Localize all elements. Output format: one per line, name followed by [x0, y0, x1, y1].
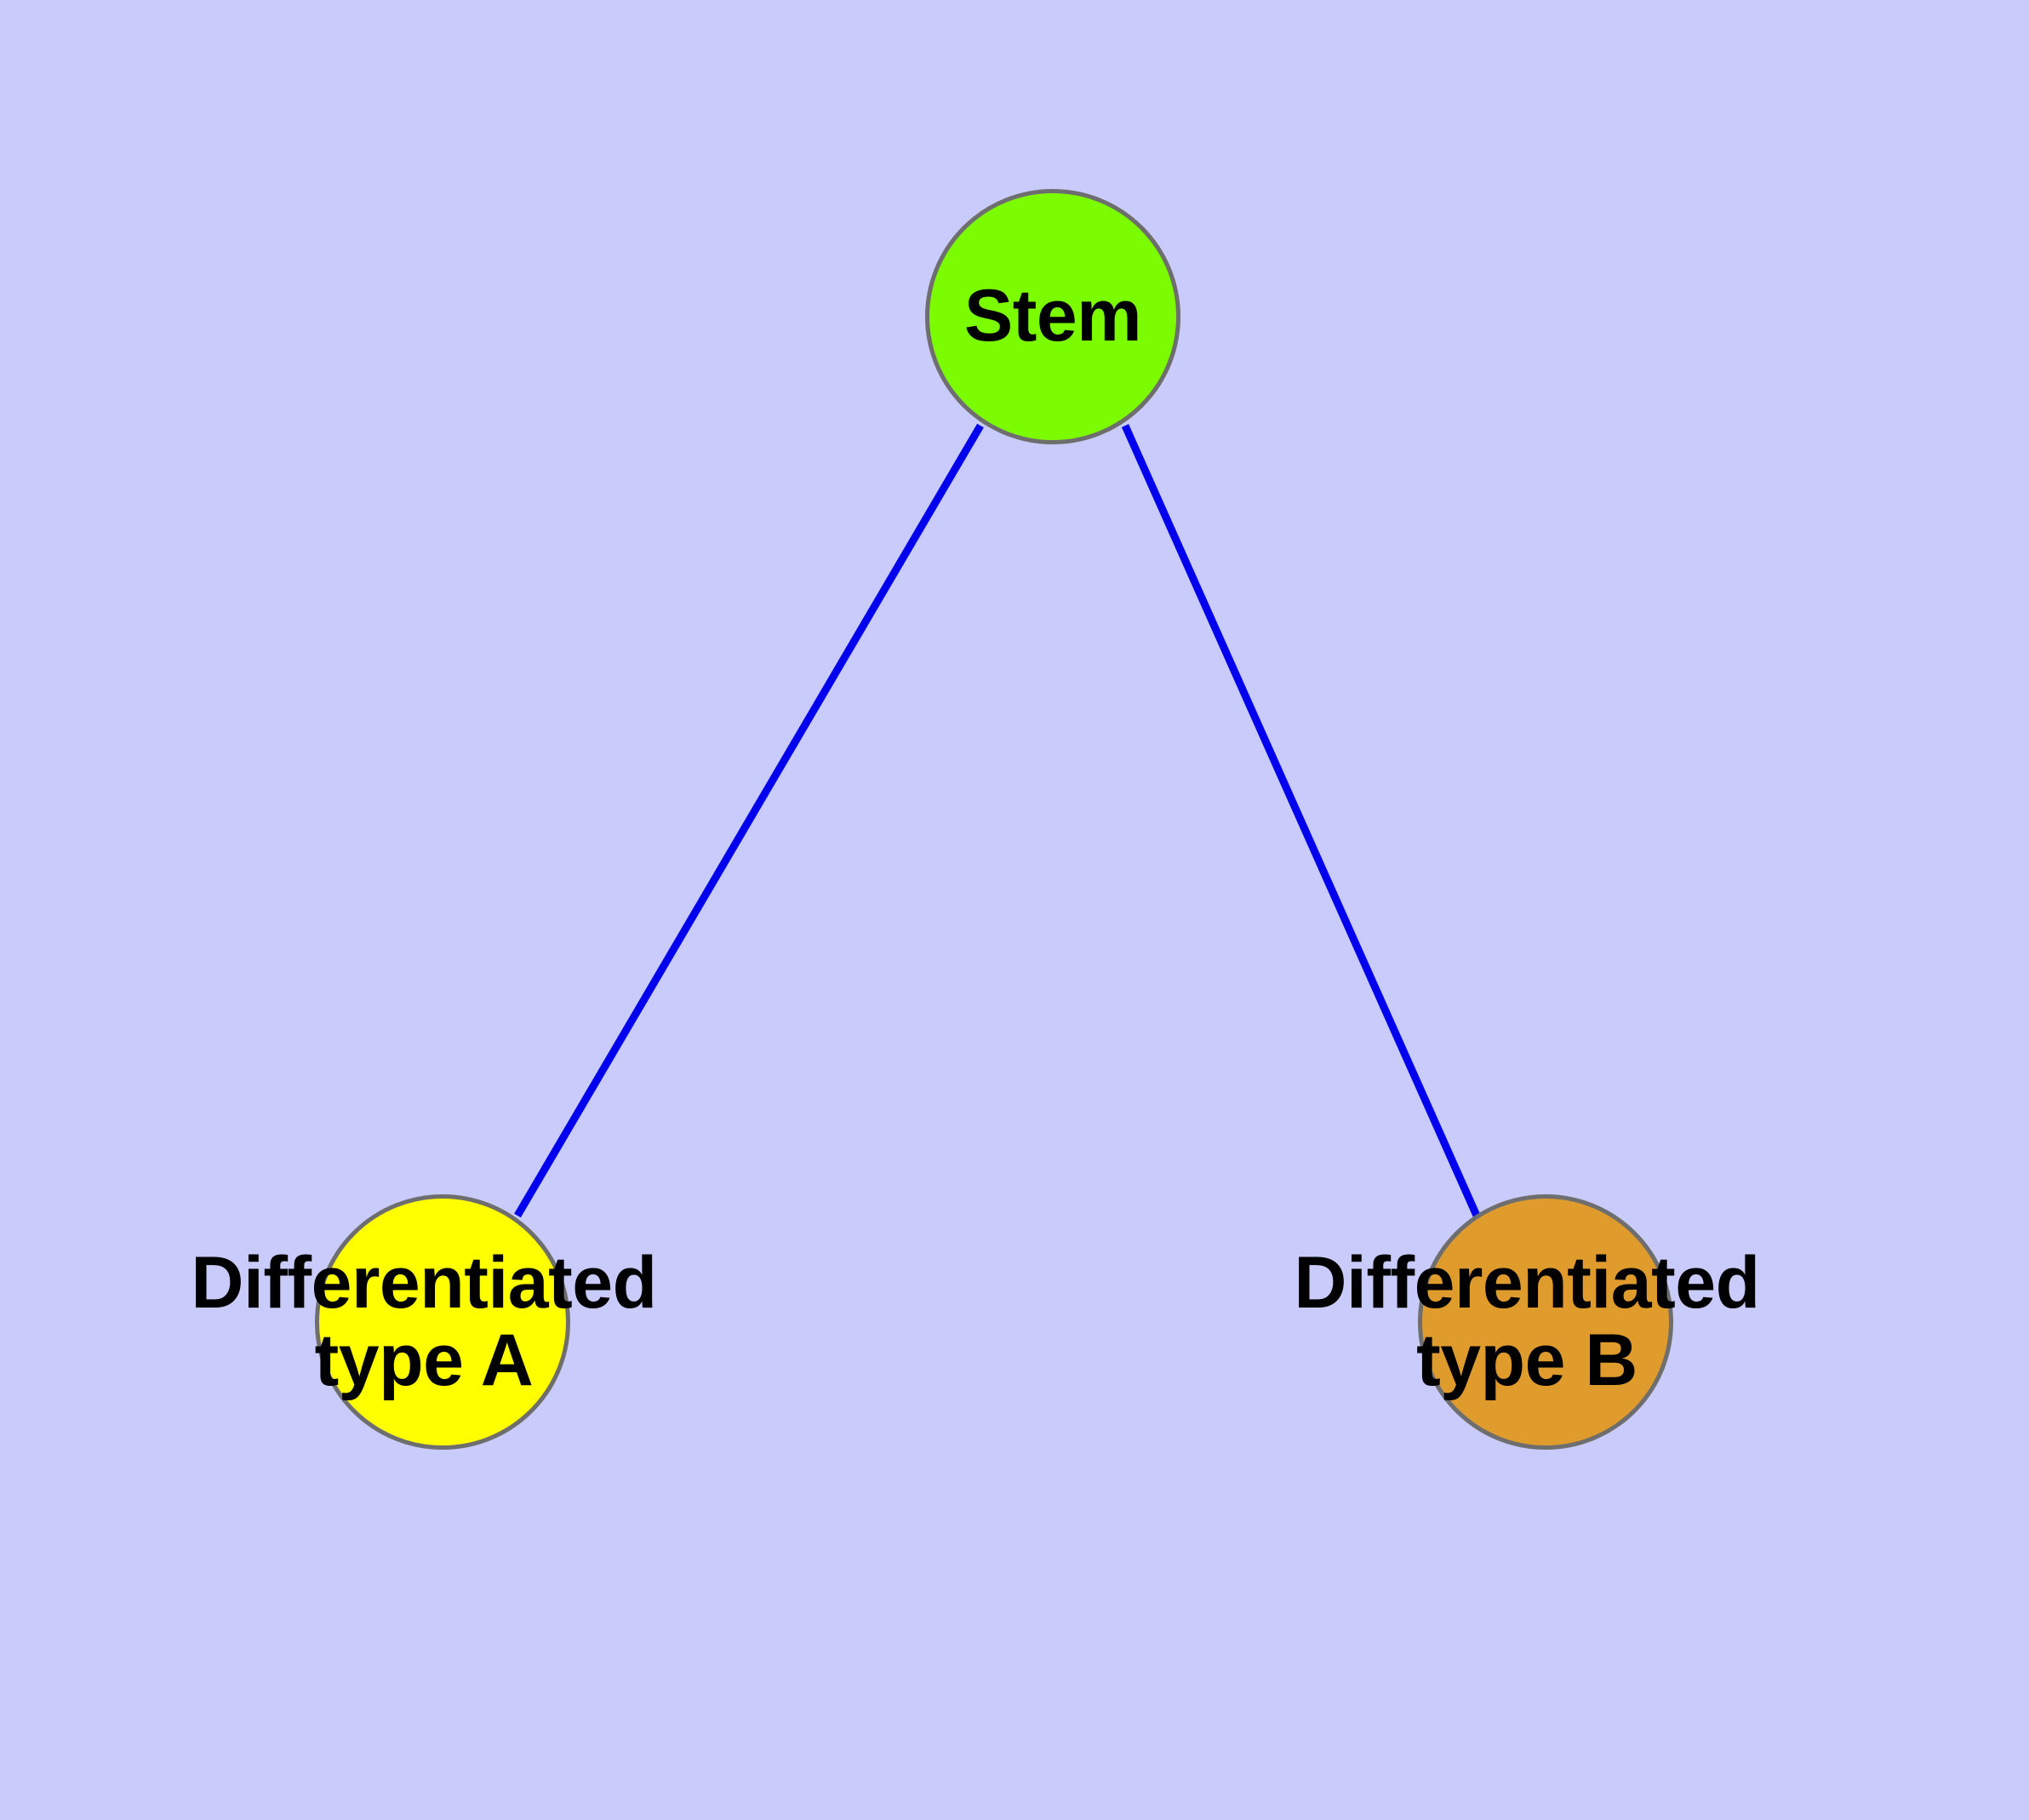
node-differentiated-type-a[interactable] [315, 1194, 570, 1450]
node-differentiated-type-b[interactable] [1418, 1194, 1673, 1450]
edge-stem-to-differentiated-type-b[interactable] [1121, 424, 1481, 1217]
node-stem[interactable] [925, 189, 1180, 444]
edge-stem-to-differentiated-type-a[interactable] [514, 423, 984, 1218]
